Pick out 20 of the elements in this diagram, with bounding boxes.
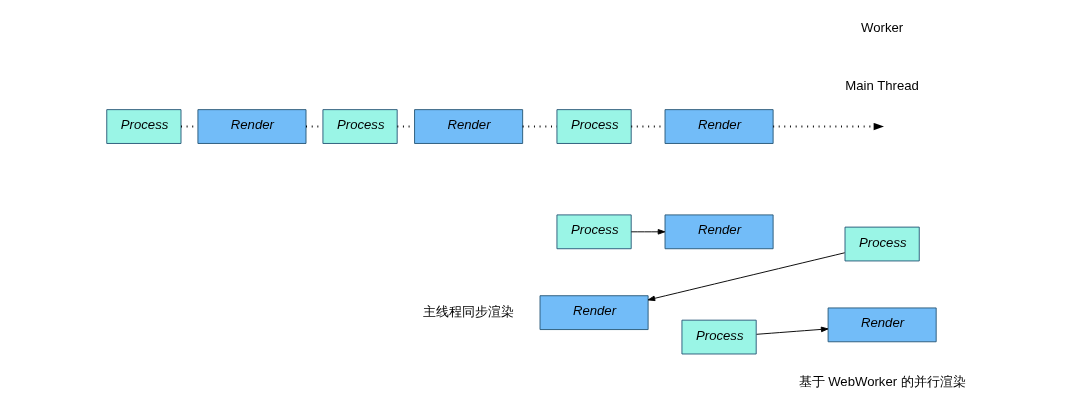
node-box: Render	[827, 307, 937, 343]
arrow	[647, 252, 845, 302]
node-box: Render	[413, 109, 523, 144]
label: Main Thread	[844, 77, 919, 93]
node-box: Process	[556, 109, 632, 144]
label: 基于 WebWorker 的并行渲染	[798, 373, 966, 389]
node-box: Render	[664, 214, 774, 250]
node-box: Process	[844, 226, 920, 262]
arrow	[755, 326, 828, 335]
arrow	[771, 122, 884, 131]
node-box: Render	[664, 109, 774, 144]
node-box: Render	[196, 109, 306, 144]
node-box: Process	[556, 214, 632, 250]
node-box: Render	[539, 295, 649, 331]
arrow	[630, 229, 665, 235]
label: 主线程同步渲染	[422, 304, 514, 320]
node-box: Process	[681, 319, 757, 355]
node-box: Process	[105, 109, 181, 144]
node-box: Process	[321, 109, 398, 144]
label: Worker	[860, 20, 903, 36]
